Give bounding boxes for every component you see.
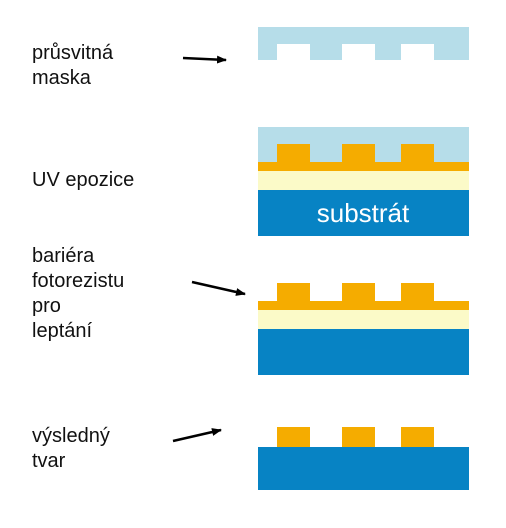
uv-substrate: [258, 190, 469, 236]
uv-photoresist-layer: [258, 162, 469, 171]
uv-photoresist-bump-2: [342, 144, 375, 162]
label-uv-exposure-text: UV epozice: [32, 169, 135, 191]
stage-barrier: [191, 280, 469, 375]
label-result: výsledný tvar: [32, 424, 110, 474]
label-result-line-2: tvar: [32, 450, 66, 472]
result-substrate: [258, 447, 469, 490]
stage-uv-exposure: substrát: [258, 127, 469, 236]
label-mask-line-1: průsvitná: [32, 42, 114, 64]
stage-mask: [182, 27, 469, 64]
barrier-photoresist-bump-1: [277, 283, 310, 301]
substrate-label: substrát: [317, 198, 410, 228]
barrier-intermediate-layer: [258, 310, 469, 329]
uv-photoresist-bump-3: [401, 144, 434, 162]
result-bump-3: [401, 427, 434, 447]
uv-photoresist-bump-1: [277, 144, 310, 162]
result-arrow: [172, 428, 222, 443]
result-bump-2: [342, 427, 375, 447]
label-mask-line-2: maska: [32, 67, 91, 89]
mask-arrow: [182, 55, 227, 64]
barrier-photoresist-layer: [258, 301, 469, 310]
barrier-photoresist-bump-2: [342, 283, 375, 301]
label-barrier-line-3: pro: [32, 295, 61, 317]
barrier-photoresist-bump-3: [401, 283, 434, 301]
label-uv-exposure: UV epozice: [32, 168, 134, 193]
label-barrier-line-1: bariéra: [32, 245, 95, 267]
label-mask: průsvitná maska: [32, 41, 113, 91]
barrier-arrow: [191, 280, 246, 296]
mask-shape: [258, 27, 469, 60]
label-barrier-line-4: leptání: [32, 320, 93, 342]
label-barrier-line-2: fotorezistu: [32, 270, 125, 292]
label-photoresist-barrier: bariéra fotorezistu pro leptání: [32, 244, 124, 344]
stage-result: [172, 427, 469, 490]
label-result-line-1: výsledný: [32, 425, 110, 447]
result-bump-1: [277, 427, 310, 447]
barrier-substrate: [258, 329, 469, 375]
uv-intermediate-layer: [258, 171, 469, 190]
